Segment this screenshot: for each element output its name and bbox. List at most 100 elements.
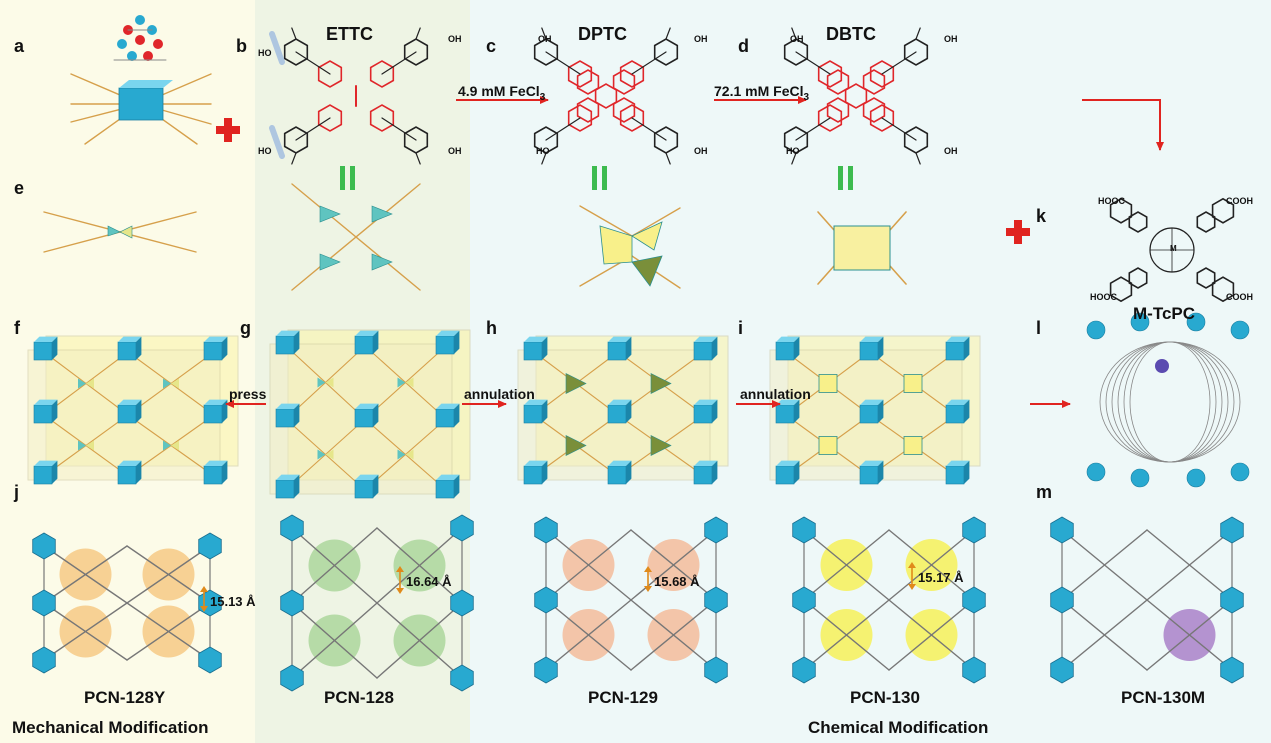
dptc-molecule-carboxyl	[665, 27, 671, 40]
framework-h-cluster	[523, 404, 543, 424]
reaction-condition-high-fecl3: 72.1 mM FeCl3	[714, 83, 809, 103]
framework-h-cluster-top	[608, 399, 632, 405]
framework-h-linker-center	[650, 435, 672, 456]
pore-size-pcn128y: 15.13 Å	[210, 594, 256, 609]
framework-f-linker-center	[78, 440, 86, 451]
framework-g-cluster-top	[436, 330, 460, 336]
net-pcn128-link	[291, 527, 378, 604]
atom-label-ettc-oh-top: OH	[448, 34, 462, 44]
dptc-molecule-link-bond	[545, 51, 581, 75]
net-pcn130-link	[888, 599, 975, 671]
panel-label-f: f	[14, 318, 20, 338]
framework-i-cluster	[775, 404, 795, 424]
net-pcn128y-cluster	[32, 589, 56, 617]
panel-label-j: j	[14, 482, 20, 502]
framework-f-cluster	[117, 404, 137, 424]
framework-i-cluster-side	[794, 336, 800, 360]
tcpc-pyrrole-ring	[1128, 267, 1148, 289]
dptc-molecule-carboxyl	[541, 27, 547, 40]
framework-f-linker-center	[86, 378, 94, 389]
framework-f-cluster	[117, 341, 137, 361]
framework-h-cluster-top	[524, 336, 548, 342]
dptc-molecule-outer-ring	[653, 38, 679, 66]
linker-icon-ettc-blade	[371, 205, 393, 223]
atom-label-dptc-oh-top-right: OH	[694, 34, 708, 44]
framework-h-cluster-top	[608, 336, 632, 342]
framework-i-cluster-top	[776, 399, 800, 405]
framework-g-linker-center	[397, 377, 406, 388]
framework-g-cluster-top	[436, 474, 460, 480]
pore-arrow-pcn128-head	[396, 588, 404, 594]
tcpc-pyrrole-ring	[1128, 211, 1148, 233]
framework-g-cluster-side	[454, 474, 460, 498]
dbtc-molecule-core-ring	[862, 69, 886, 95]
reaction-condition-low-text: 4.9 mM FeCl	[458, 83, 540, 99]
framework-h-cluster	[693, 404, 713, 424]
framework-l-cluster	[1130, 468, 1150, 488]
framework-i-linker-center	[903, 436, 923, 455]
framework-i-cluster-side	[878, 336, 884, 360]
framework-h-cluster-side	[712, 460, 718, 484]
framework-h-cluster-top	[524, 460, 548, 466]
framework-i-cluster-side	[878, 460, 884, 484]
framework-g-cluster	[354, 408, 374, 428]
framework-h-cluster-side	[626, 399, 632, 423]
panel-label-c: c	[486, 36, 497, 56]
framework-i-cluster	[945, 404, 965, 424]
dbtc-molecule-inner-ring	[869, 104, 895, 132]
net-pcn128-cluster	[450, 514, 474, 542]
framework-g-cluster-side	[294, 330, 300, 354]
dptc-molecule-inner-ring	[619, 104, 645, 132]
linker-icon-dptc-blade	[631, 255, 663, 287]
framework-h-linker-center	[650, 373, 672, 394]
net-pcn130-cluster	[792, 656, 816, 684]
framework-i-cluster-top	[946, 399, 970, 405]
net-pcn130-cluster	[792, 586, 816, 614]
framework-g-cluster-top	[276, 403, 300, 409]
framework-f-cluster-side	[52, 336, 58, 360]
panel-label-d: d	[738, 36, 749, 56]
net-pcn128-cluster	[450, 589, 474, 617]
net-pcn130m-link	[1061, 599, 1148, 671]
panel-label-g: g	[240, 318, 251, 338]
framework-f-cluster	[33, 465, 53, 485]
transformation-annulation-1: annulation	[464, 386, 535, 402]
ettc-molecule-link-bond	[381, 117, 417, 141]
equivalence-mark-dptc	[592, 166, 608, 190]
dptc-molecule-link-bond	[631, 51, 667, 75]
dbtc-molecule-inner-ring	[869, 60, 895, 88]
ettc-molecule-carboxyl	[291, 152, 297, 165]
linker-name-ettc: ETTC	[326, 24, 373, 44]
reaction-subscript-high: 3	[803, 91, 810, 103]
framework-g-linker-center	[317, 449, 326, 460]
framework-i-cluster-top	[946, 336, 970, 342]
framework-l-cluster	[1130, 312, 1150, 332]
framework-g-cluster	[435, 408, 455, 428]
plus-sign-a	[216, 118, 240, 142]
framework-f-cluster-top	[34, 336, 58, 342]
linker-icon-ettc-blade	[319, 253, 341, 271]
dptc-molecule-core-ring	[576, 69, 600, 95]
framework-f-cluster-top	[204, 399, 228, 405]
net-pcn130m-cluster	[1220, 656, 1244, 684]
transformation-press: press	[229, 386, 267, 402]
framework-l-porphyrin	[1155, 359, 1169, 373]
atom-label-dptc-oh-bottom: OH	[694, 146, 708, 156]
framework-l-cluster	[1086, 462, 1106, 482]
framework-f-cluster-top	[118, 336, 142, 342]
framework-h-cluster-side	[712, 399, 718, 423]
framework-g-linker-center	[405, 449, 414, 460]
net-pcn130m-cluster	[1050, 586, 1074, 614]
linker-icon-ettc-arm	[291, 183, 421, 291]
framework-f-cluster-side	[222, 336, 228, 360]
equivalence-mark-ettc	[340, 166, 356, 190]
linker-icon-ettc-blade	[371, 253, 393, 271]
framework-h-cluster	[607, 465, 627, 485]
framework-l-strut	[1099, 341, 1241, 463]
framework-h-cluster	[523, 341, 543, 361]
framework-f-linker-center	[78, 378, 86, 389]
atom-label-dbtc-oh-top-right: OH	[944, 34, 958, 44]
framework-i-cluster	[775, 341, 795, 361]
net-pcn130m-link	[1061, 529, 1148, 601]
